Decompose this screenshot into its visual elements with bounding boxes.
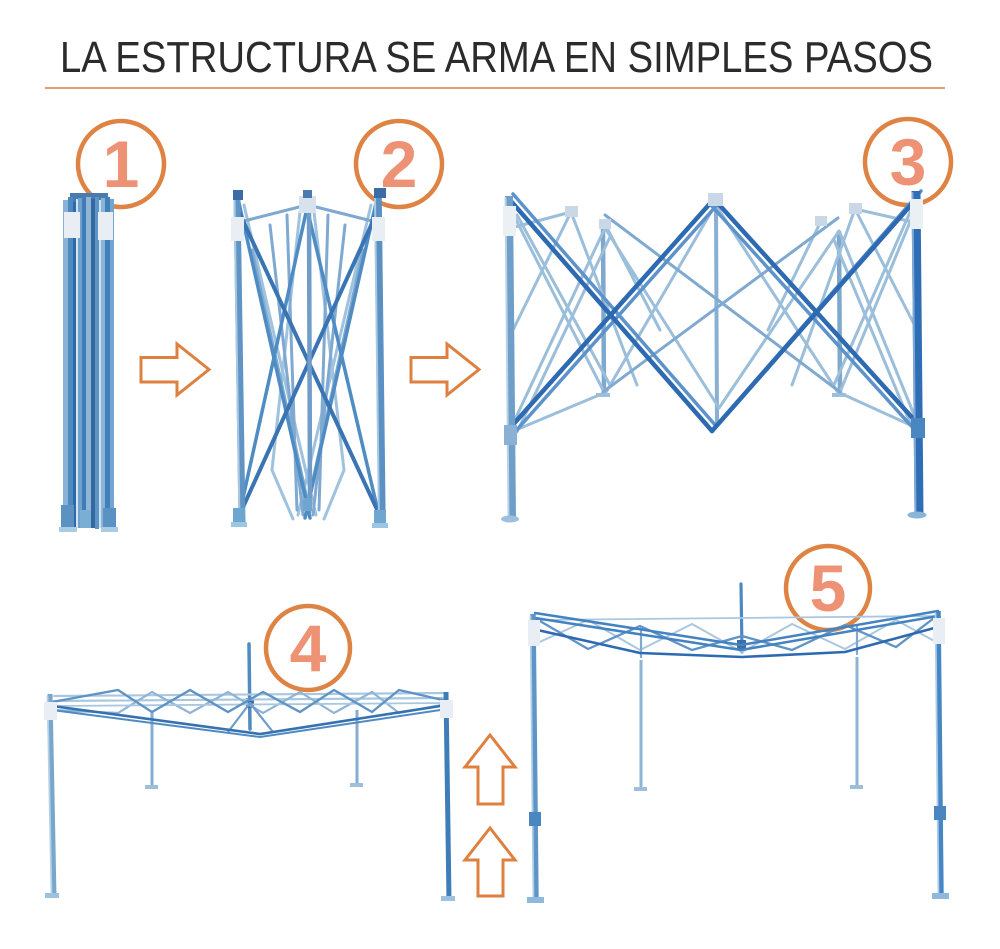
svg-text:1: 1 (103, 127, 140, 201)
svg-text:3: 3 (890, 125, 927, 199)
svg-text:4: 4 (290, 611, 327, 685)
svg-text:5: 5 (810, 551, 847, 625)
svg-text:2: 2 (381, 127, 418, 201)
